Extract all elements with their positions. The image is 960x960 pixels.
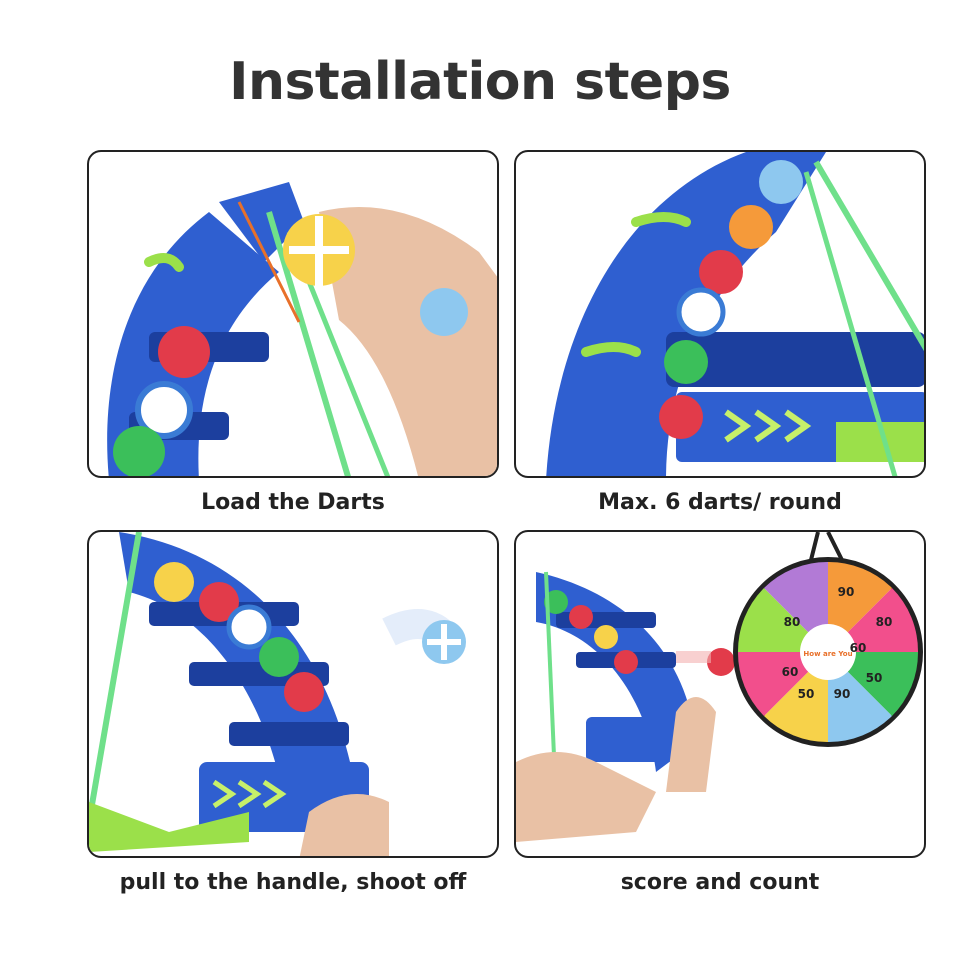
load-darts-illustration [107,182,497,476]
step-panel-shoot [87,530,499,858]
dartboard [733,557,923,747]
dartboard-score: 60 [850,641,867,655]
dartboard-score: 90 [834,687,851,701]
max-darts-illustration [546,152,924,476]
dartboard-score: 50 [798,687,815,701]
dartboard-score: 80 [876,615,893,629]
step-caption: Max. 6 darts/ round [598,490,842,515]
score-illustration: 90 80 60 60 50 90 80 50 How are You [516,532,923,842]
dartboard-center-text: How are You [803,650,852,658]
dartboard-score: 60 [782,665,799,679]
dartboard-score: 80 [784,615,801,629]
step-panel-max-darts [514,150,926,478]
page-title: Installation steps [229,52,731,112]
dartboard-score: 90 [838,585,855,599]
shoot-illustration [89,532,466,856]
step-caption: pull to the handle, shoot off [119,870,467,895]
dartboard-score: 50 [866,671,883,685]
step-caption: score and count [620,870,820,895]
step-panel-load [87,150,499,478]
step-panel-score: 90 80 60 60 50 90 80 50 How are You [514,530,926,858]
step-caption: Load the Darts [201,490,385,515]
